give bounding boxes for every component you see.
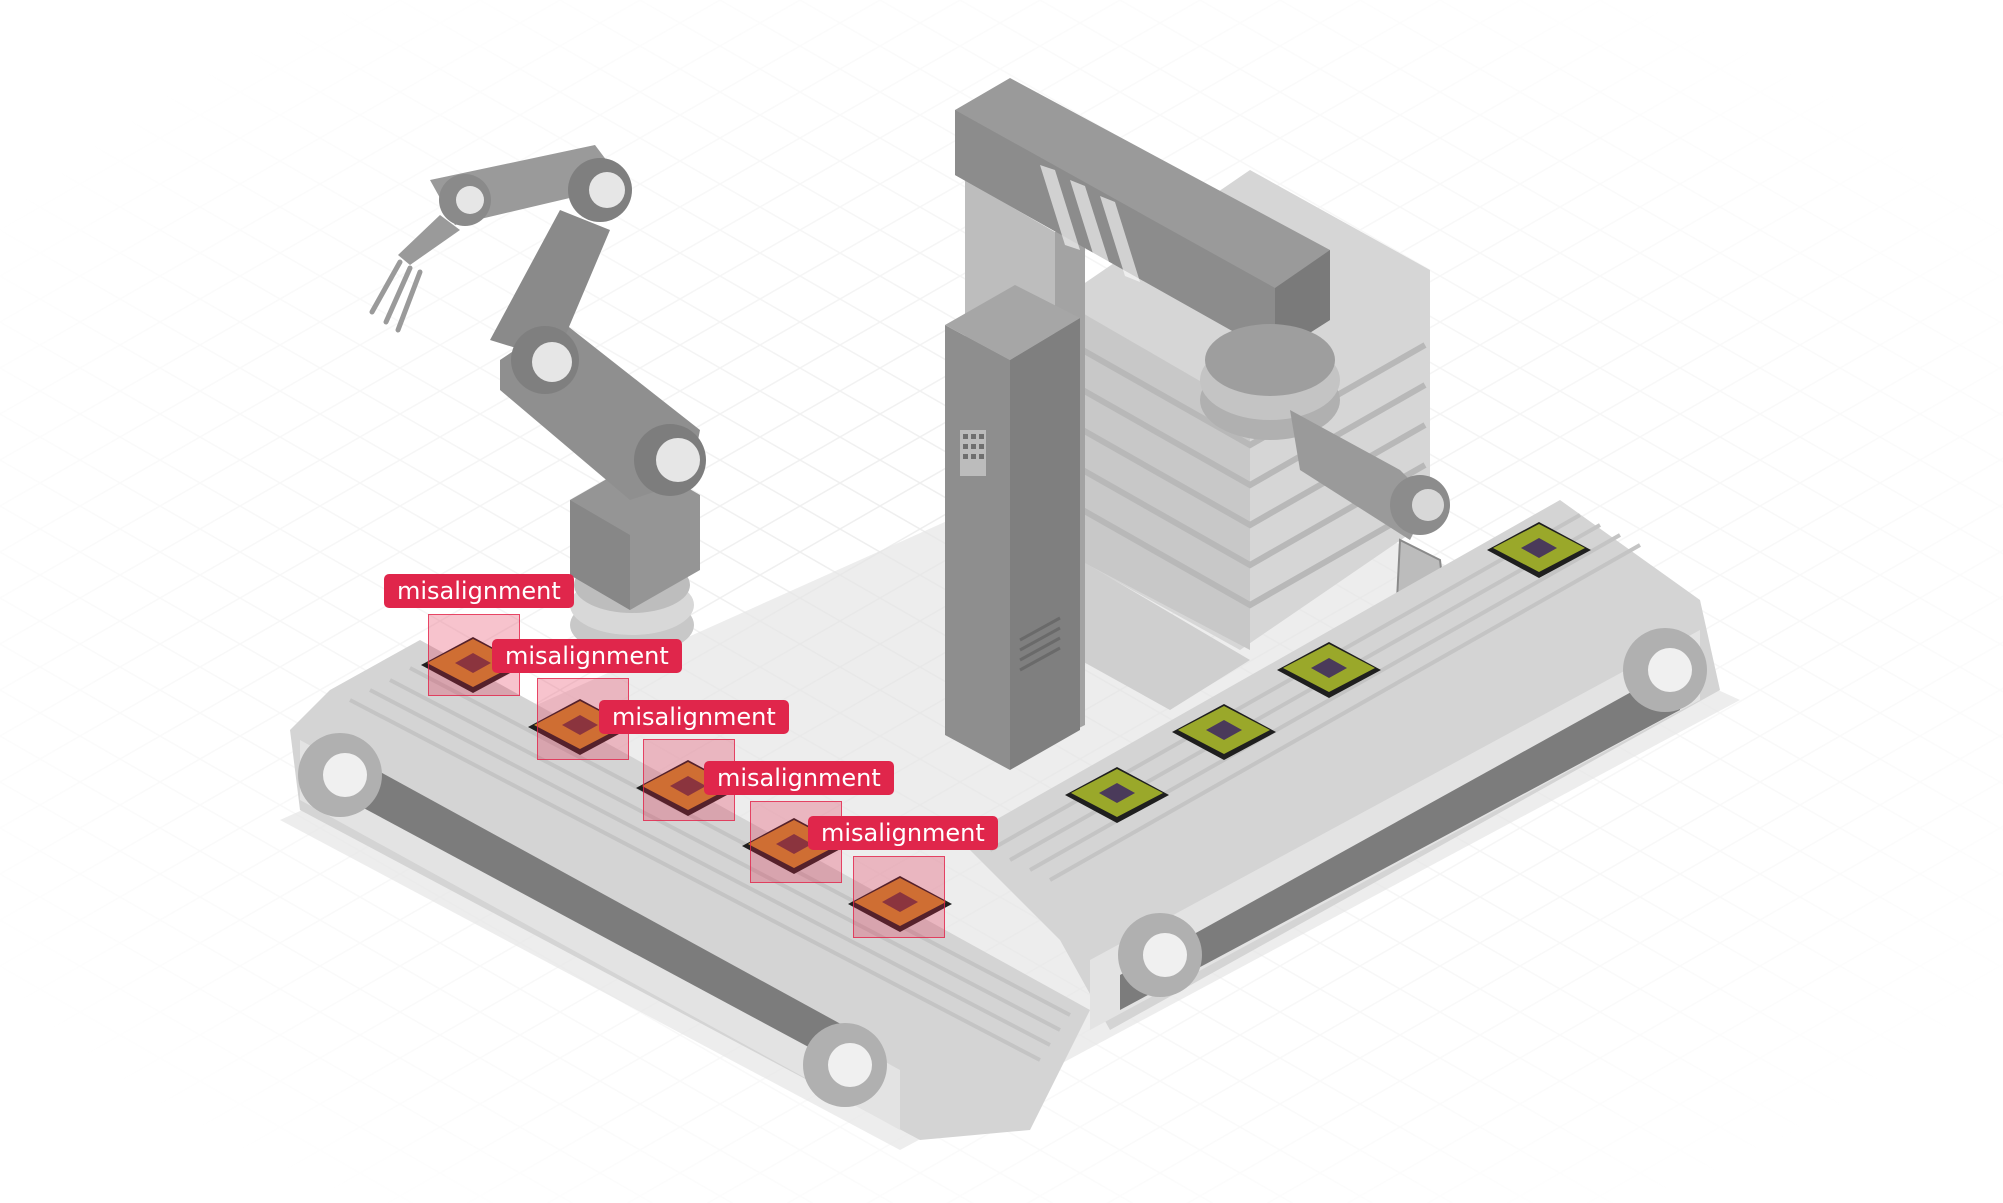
- detection-label: misalignment: [384, 574, 574, 608]
- detection-label: misalignment: [599, 700, 789, 734]
- gantry-machine-icon: [945, 78, 1452, 770]
- conveyor-belt-icon: [290, 500, 1720, 1140]
- detection-label: misalignment: [492, 639, 682, 673]
- detection-label: misalignment: [808, 816, 998, 850]
- detection-box[interactable]: [853, 856, 945, 938]
- detection-label: misalignment: [704, 761, 894, 795]
- defect-chips: [421, 637, 952, 932]
- robot-arm-icon: [369, 145, 706, 655]
- microchip-icon: [1065, 522, 1591, 823]
